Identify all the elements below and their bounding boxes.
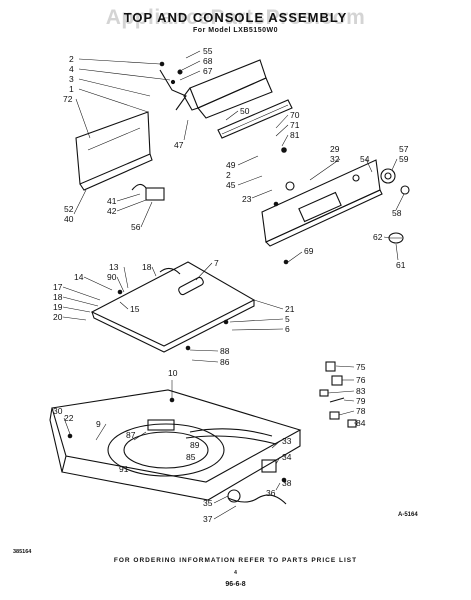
console-trim-strip — [217, 99, 293, 139]
leader-lines — [62, 50, 405, 520]
callout: 7 — [214, 258, 219, 268]
callout: 32 — [330, 154, 340, 164]
callout: 81 — [290, 130, 300, 140]
callout: 62 — [373, 232, 383, 242]
callout: 22 — [64, 413, 74, 423]
callout: 47 — [174, 140, 184, 150]
callout: 68 — [203, 56, 213, 66]
callout: 33 — [282, 436, 292, 446]
callout: 79 — [356, 396, 366, 406]
callout: 30 — [53, 406, 63, 416]
callout: 23 — [242, 194, 252, 204]
callout: 36 — [266, 488, 276, 498]
callout: 86 — [220, 357, 230, 367]
callout: 29 — [330, 144, 340, 154]
callout: 69 — [304, 246, 314, 256]
date-code: 96-6-8 — [225, 581, 246, 588]
callout: 5 — [285, 314, 290, 324]
callout: 41 — [107, 196, 117, 206]
callout: 37 — [203, 514, 213, 524]
callout: 88 — [220, 346, 230, 356]
control-panel — [261, 159, 383, 247]
callout: 87 — [126, 430, 136, 440]
switch-components — [131, 147, 295, 265]
model-subtitle: For Model LXB5150W0 — [193, 27, 278, 34]
top-cover — [90, 261, 256, 353]
callout: 54 — [360, 154, 370, 164]
callout: 14 — [74, 272, 84, 282]
callout-labels: 55 68 67 2 4 3 1 72 50 47 70 71 81 49 2 … — [53, 46, 409, 524]
callout: 38 — [282, 478, 292, 488]
callout: 19 — [53, 302, 63, 312]
timer-knob — [380, 168, 410, 195]
callout: 75 — [356, 362, 366, 372]
callout: 89 — [190, 440, 200, 450]
callout: 76 — [356, 375, 366, 385]
figure-code: A-5164 — [398, 512, 418, 518]
callout: 83 — [356, 386, 366, 396]
callout: 67 — [203, 66, 213, 76]
callout: 3 — [69, 74, 74, 84]
ordering-note: FOR ORDERING INFORMATION REFER TO PARTS … — [113, 557, 358, 564]
callout: 40 — [64, 214, 74, 224]
callout: 10 — [168, 368, 178, 378]
console-end-cap — [183, 59, 273, 119]
cabinet-top — [49, 389, 302, 501]
callout: 72 — [63, 94, 73, 104]
callout: 57 — [399, 144, 409, 154]
console-back-panel — [75, 111, 153, 191]
callout: 35 — [203, 498, 213, 508]
callout: 13 — [109, 262, 119, 272]
callout: 20 — [53, 312, 63, 322]
callout: 42 — [107, 206, 117, 216]
callout: 90 — [107, 272, 117, 282]
callout: 6 — [285, 324, 290, 334]
loose-parts — [319, 361, 357, 428]
callout: 70 — [290, 110, 300, 120]
callout: 2 — [226, 170, 231, 180]
callout: 52 — [64, 204, 74, 214]
selector-knob — [388, 232, 404, 244]
switch-and-wiring — [227, 459, 287, 505]
callout: 84 — [356, 418, 366, 428]
callout: 91 — [119, 464, 129, 474]
callout: 45 — [226, 180, 236, 190]
callout: 1 — [69, 84, 74, 94]
callout: 9 — [96, 419, 101, 429]
callout: 85 — [186, 452, 196, 462]
callout: 71 — [290, 120, 300, 130]
document-code: 385164 — [13, 549, 32, 555]
callout: 55 — [203, 46, 213, 56]
callout: 18 — [53, 292, 63, 302]
callout: 49 — [226, 160, 236, 170]
callout: 21 — [285, 304, 295, 314]
callout: 2 — [69, 54, 74, 64]
page-mark: 4 — [234, 570, 237, 576]
callout: 4 — [69, 64, 74, 74]
callout: 17 — [53, 282, 63, 292]
callout: 15 — [130, 304, 140, 314]
callout: 34 — [282, 452, 292, 462]
callout: 61 — [396, 260, 406, 270]
callout: 58 — [392, 208, 402, 218]
callout: 78 — [356, 406, 366, 416]
callout: 18 — [142, 262, 152, 272]
callout: 50 — [240, 106, 250, 116]
callout: 59 — [399, 154, 409, 164]
page-title: TOP AND CONSOLE ASSEMBLY — [123, 10, 348, 25]
callout: 56 — [131, 222, 141, 232]
console-bracket — [159, 61, 187, 111]
